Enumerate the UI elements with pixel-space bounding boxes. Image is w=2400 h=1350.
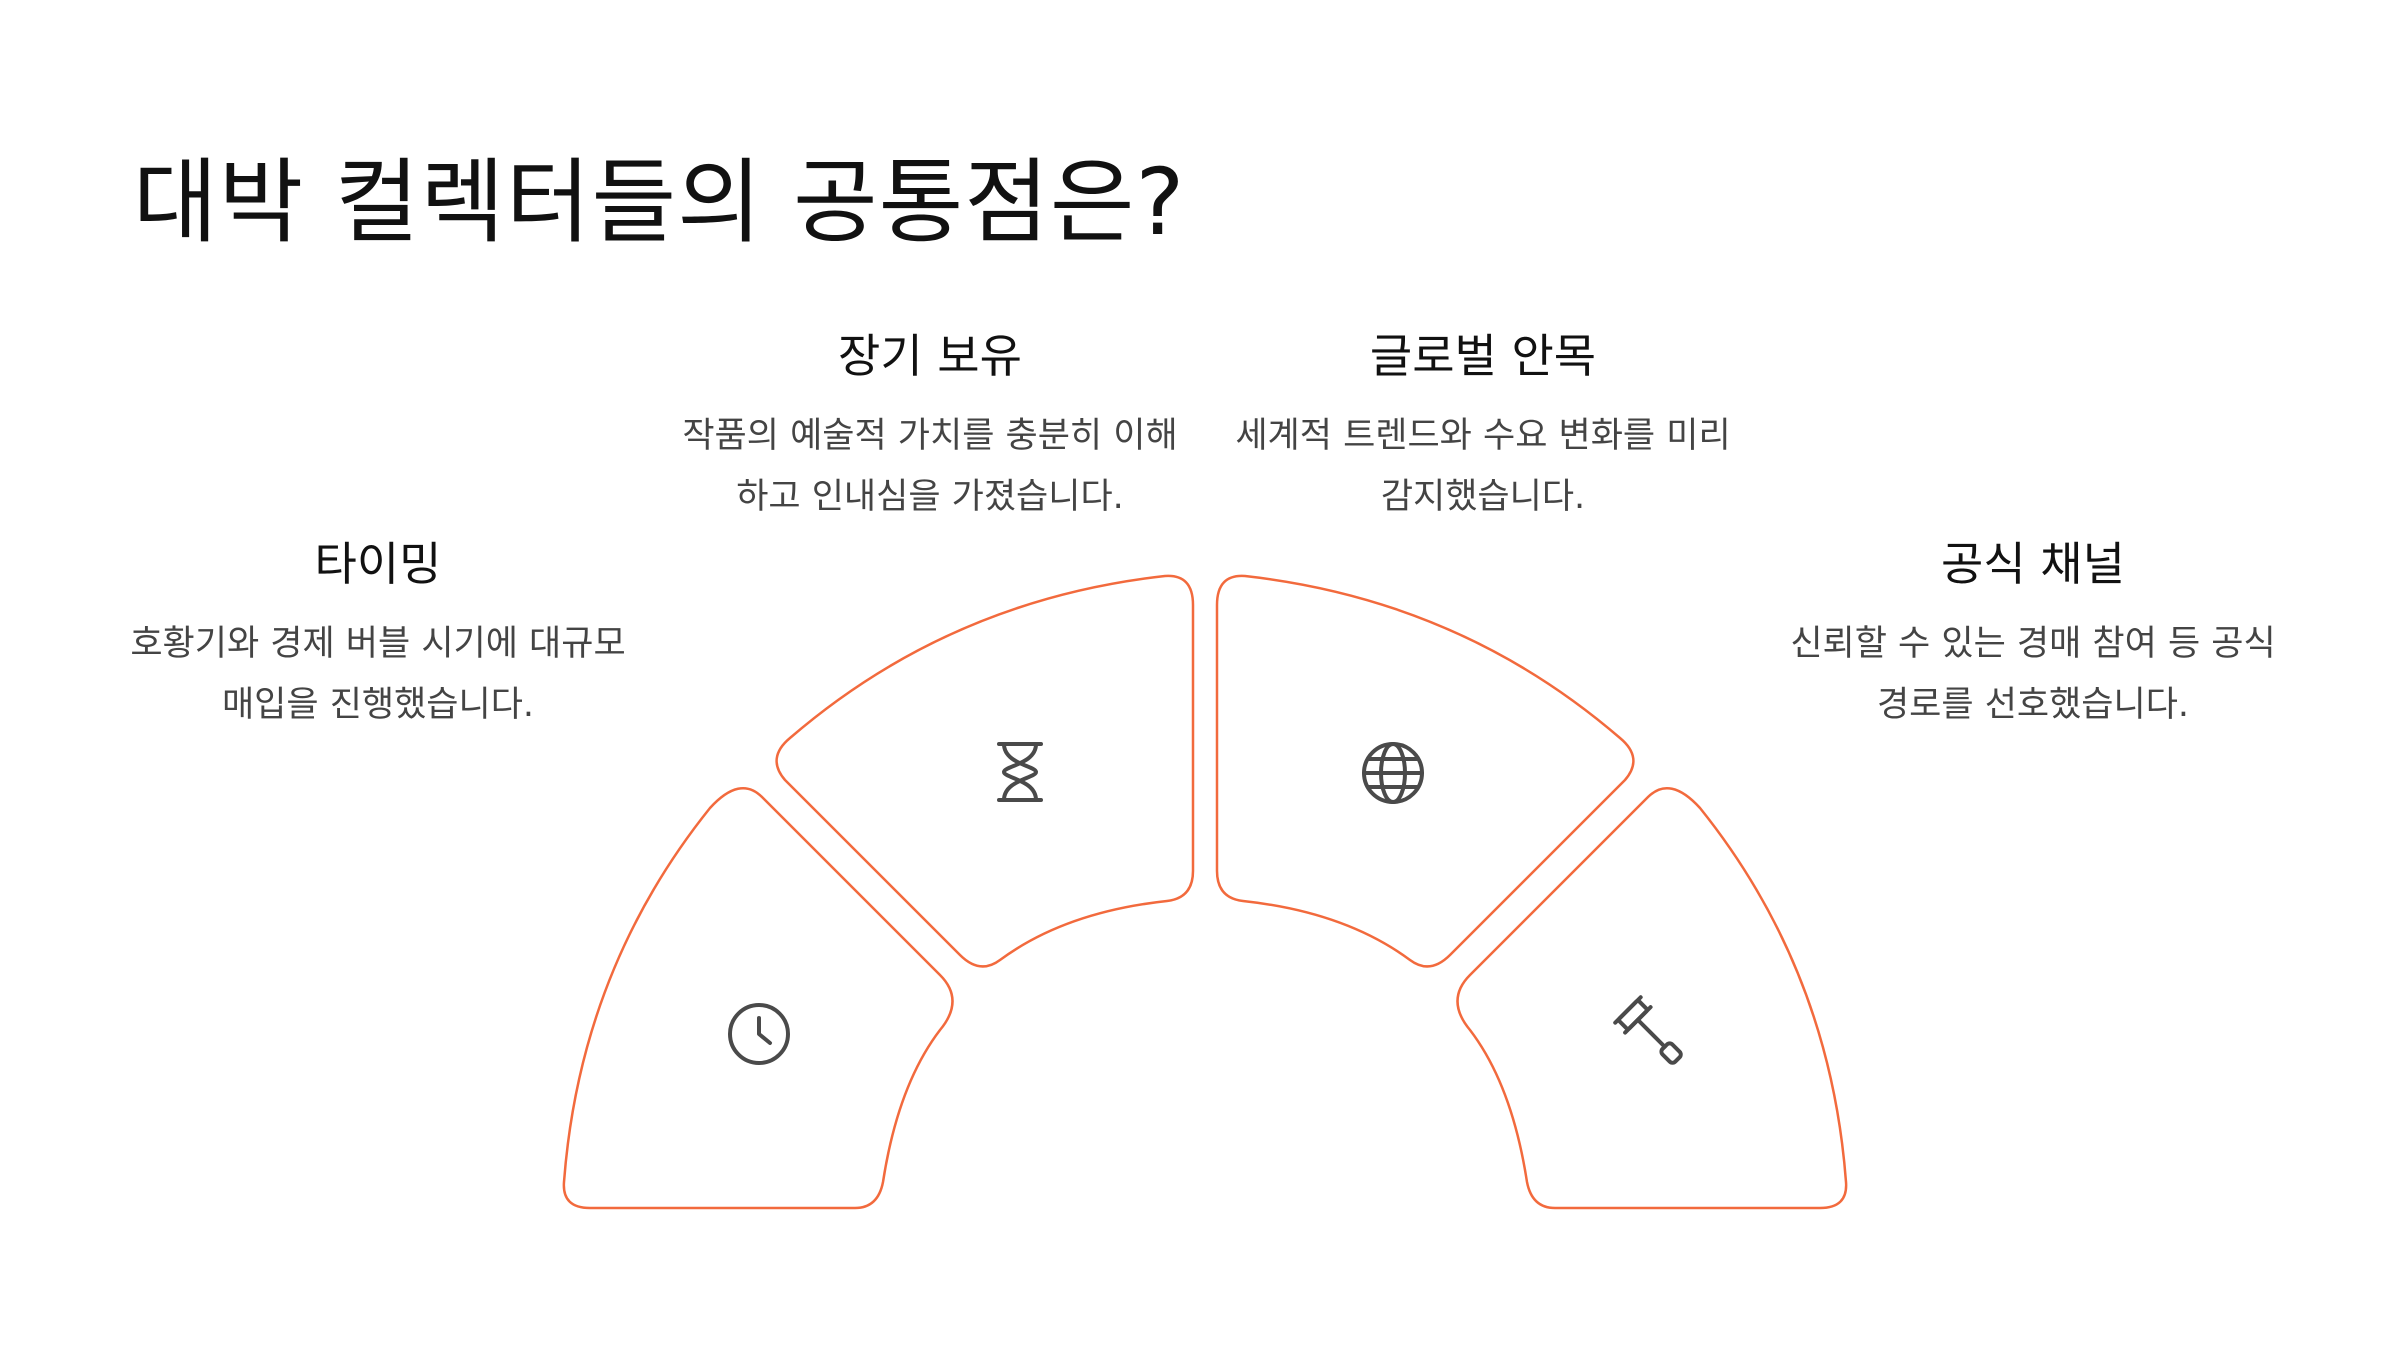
segment-global[interactable] <box>1215 574 1635 968</box>
hourglass-icon <box>997 742 1043 802</box>
item-channel: 공식 채널 신뢰할 수 있는 경매 참여 등 공식 경로를 선호했습니다. <box>1783 534 2283 736</box>
item-description: 호황기와 경제 버블 시기에 대규모 매입을 진행했습니다. <box>130 624 626 725</box>
item-timing: 타이밍 호황기와 경제 버블 시기에 대규모 매입을 진행했습니다. <box>128 534 628 736</box>
segment-timing[interactable] <box>562 787 954 1210</box>
segment-hold[interactable] <box>775 574 1195 968</box>
segment-channel[interactable] <box>1456 787 1848 1210</box>
item-heading: 공식 채널 <box>1941 537 2125 591</box>
item-hold: 장기 보유 작품의 예술적 가치를 충분히 이해하고 인내심을 가졌습니다. <box>680 326 1180 528</box>
item-heading: 글로벌 안목 <box>1369 329 1597 383</box>
globe-icon <box>1362 742 1424 804</box>
clock-icon <box>728 1003 790 1065</box>
item-description: 작품의 예술적 가치를 충분히 이해하고 인내심을 가졌습니다. <box>682 416 1178 517</box>
page-title: 대박 컬렉터들의 공통점은? <box>133 149 1186 256</box>
item-heading: 장기 보유 <box>838 329 1022 383</box>
item-description: 세계적 트렌드와 수요 변화를 미리 감지했습니다. <box>1235 416 1731 517</box>
item-heading: 타이밍 <box>314 537 442 591</box>
gavel-icon <box>1613 995 1683 1065</box>
item-global: 글로벌 안목 세계적 트렌드와 수요 변화를 미리 감지했습니다. <box>1233 326 1733 528</box>
item-description: 신뢰할 수 있는 경매 참여 등 공식 경로를 선호했습니다. <box>1790 624 2276 725</box>
